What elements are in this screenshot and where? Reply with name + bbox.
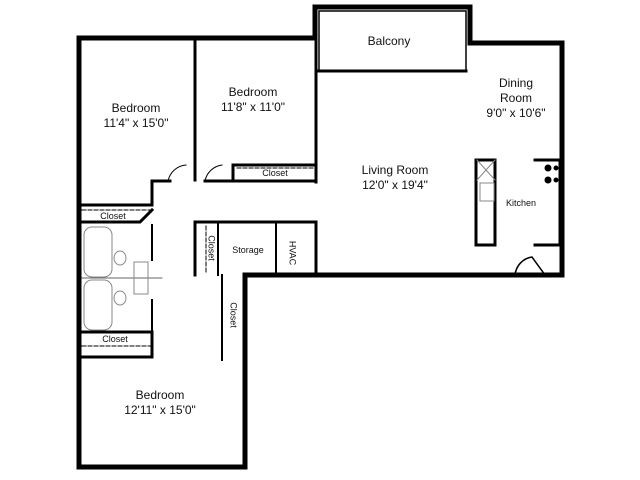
room-name: Bedroom (135, 388, 185, 402)
room-dimensions: 9'0" x 10'6" (486, 106, 546, 120)
room-dimensions: 11'4" x 15'0" (103, 116, 169, 130)
room-name: Bedroom (111, 101, 161, 115)
room-label-bedroom-3: Bedroom 12'11" x 15'0" (124, 388, 196, 418)
room-label-bedroom-2: Bedroom 11'8" x 11'0" (221, 85, 285, 115)
closet-label: Closet (206, 235, 217, 261)
room-dimensions: 11'8" x 11'0" (220, 100, 286, 114)
closet-label: Closet (100, 211, 126, 221)
room-name: Dining (498, 76, 534, 90)
closet-label: Closet (102, 334, 128, 344)
room-label-dining: Dining Room 9'0" x 10'6" (486, 76, 545, 121)
room-label-hvac: HVAC (287, 240, 298, 266)
closet-label: Closet (262, 168, 288, 178)
room-label-balcony: Balcony (367, 34, 411, 48)
room-label-living: Living Room 12'0" x 19'4" (362, 163, 429, 193)
closet-label: Closet (228, 302, 239, 328)
room-name: Living Room (361, 163, 429, 177)
outer-wall (76, 4, 565, 470)
room-label-kitchen: Kitchen (505, 198, 537, 208)
room-label-storage: Storage (232, 245, 264, 255)
room-dimensions: 12'11" x 15'0" (124, 403, 196, 417)
room-name-line2: Room (499, 91, 533, 105)
room-name: Bedroom (228, 85, 278, 99)
room-dimensions: 12'0" x 19'4" (362, 178, 428, 192)
room-label-bedroom-1: Bedroom 11'4" x 15'0" (104, 101, 169, 131)
